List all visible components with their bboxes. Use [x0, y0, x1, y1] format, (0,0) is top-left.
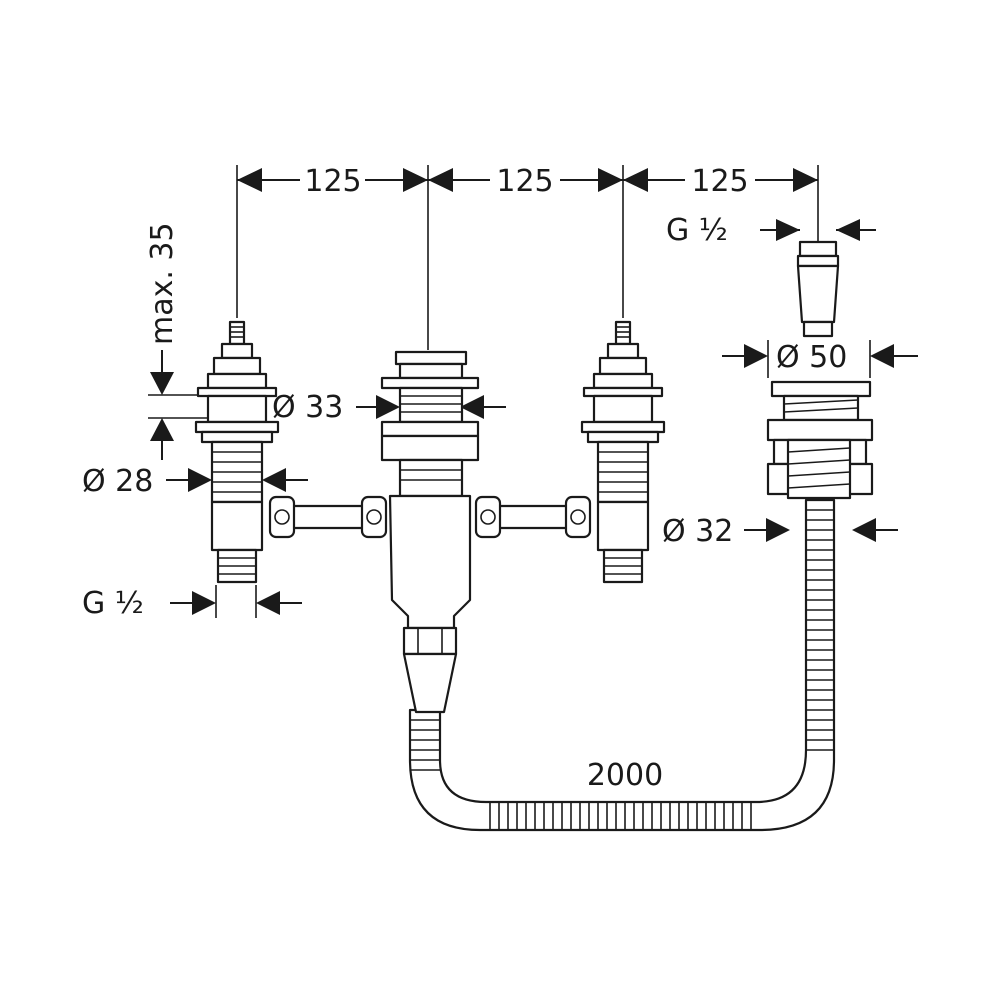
thread-dimension-top-right: G ½ [666, 213, 876, 248]
dia-28-label: Ø 28 [82, 464, 153, 499]
right-valve [580, 320, 666, 584]
cross-pipes [268, 495, 592, 539]
dia-32-dimension: Ø 32 [662, 514, 898, 549]
hose-ribs [410, 509, 834, 830]
top-dimension-chain: 125 125 125 [236, 164, 819, 350]
left-valve [194, 320, 280, 584]
center-valve [380, 350, 480, 714]
thread-dimension-bottom-left: G ½ [82, 585, 302, 621]
spacing-label-1: 125 [304, 164, 361, 199]
flexible-hose: 2000 [408, 498, 836, 832]
dia-33-label: Ø 33 [272, 390, 343, 425]
hose-length-label: 2000 [587, 758, 663, 793]
spacing-label-2: 125 [496, 164, 553, 199]
dia-50-label: Ø 50 [776, 340, 847, 375]
spout-connector [766, 240, 874, 500]
thread-label-top-right: G ½ [666, 213, 728, 248]
dia-28-dimension: Ø 28 [82, 464, 308, 499]
spacing-label-3: 125 [691, 164, 748, 199]
dia-33-dimension: Ø 33 [272, 390, 506, 425]
max-depth-dimension: max. 35 [145, 222, 210, 460]
dia-50-dimension: Ø 50 [722, 340, 918, 378]
dia-32-label: Ø 32 [662, 514, 733, 549]
max-depth-label: max. 35 [145, 222, 180, 345]
thread-label-bottom-left: G ½ [82, 586, 144, 621]
